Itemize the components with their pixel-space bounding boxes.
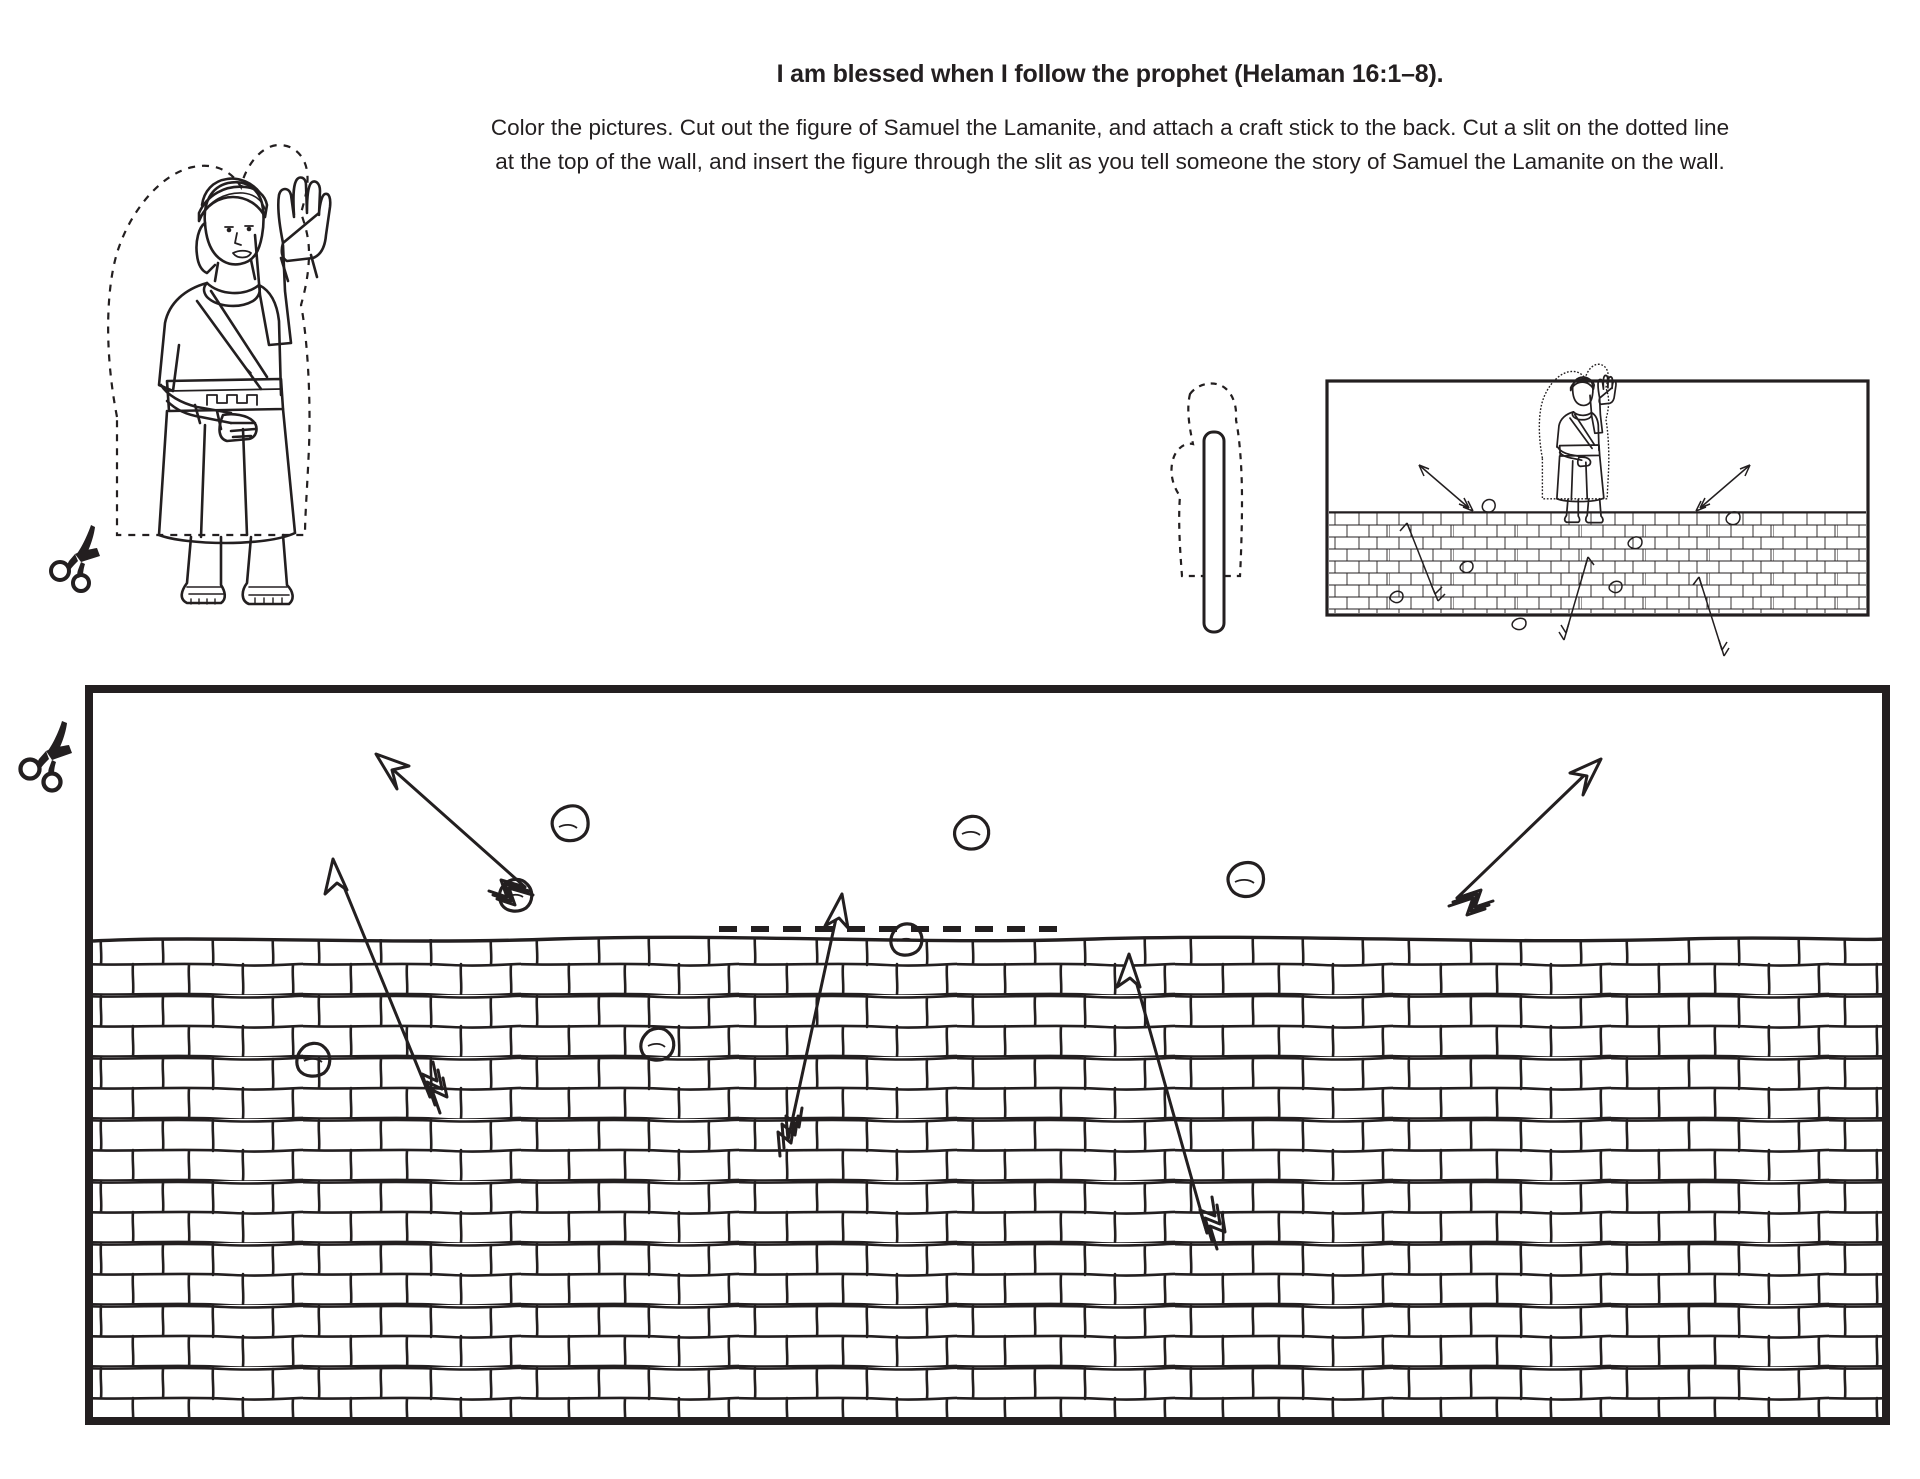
head (203, 180, 265, 266)
wall-arrow-4 (776, 892, 850, 1158)
scissors-icon (14, 718, 88, 793)
figure-dashed-outline (1170, 382, 1244, 578)
collar (202, 258, 262, 308)
left-sandal (180, 535, 227, 605)
preview-arrow-3 (1399, 522, 1446, 602)
hair (195, 177, 262, 275)
preview-samuel-figure (1538, 363, 1617, 524)
wall-arrow-1 (374, 752, 535, 907)
wall-coloring-page (85, 685, 1890, 1425)
raised-hand (276, 176, 332, 263)
right-sandal (241, 533, 294, 606)
page-title: I am blessed when I follow the prophet (… (776, 60, 1444, 88)
stone-4 (497, 877, 534, 913)
cut-dashed-outline (107, 143, 311, 537)
stone-3 (952, 814, 991, 851)
wall-stones (295, 804, 1266, 1078)
preview-arrow-4 (1558, 556, 1595, 641)
page-header: I am blessed when I follow the prophet (… (480, 60, 1740, 179)
stone-1 (550, 804, 590, 843)
preview-arrow-2 (1695, 464, 1751, 512)
wall-arrows (323, 752, 1603, 1251)
craft-stick (1202, 430, 1226, 634)
scissors-icon (45, 522, 115, 593)
sash (195, 289, 269, 391)
lower-hand (218, 412, 258, 443)
headband (197, 185, 269, 223)
preview-arrows (1399, 464, 1751, 657)
stone-2 (1226, 860, 1266, 899)
face-features (224, 225, 254, 259)
wrist-band (279, 253, 319, 283)
preview-brick-wall (1329, 512, 1866, 613)
wall-arrow-3 (323, 857, 449, 1115)
stone-5 (295, 1041, 332, 1078)
belt-pattern (206, 394, 258, 406)
preview-stones (1389, 498, 1741, 631)
wall-arrow-5 (1115, 952, 1227, 1251)
belt (165, 377, 285, 413)
assembled-preview (1325, 345, 1870, 657)
instructions-text: Color the pictures. Cut out the figure o… (490, 115, 1730, 175)
lower-arm (159, 383, 233, 425)
brick-wall (92, 935, 1883, 1417)
craft-stick-diagram (1160, 370, 1270, 660)
samuel-cutout-figure (55, 95, 335, 606)
robe-skirt (157, 407, 297, 545)
stone-6 (889, 922, 924, 957)
robe-body (157, 281, 283, 397)
preview-arrow-1 (1418, 464, 1474, 512)
sash-edge (244, 366, 252, 374)
wall-arrow-2 (1447, 757, 1603, 917)
preview-arrow-5 (1692, 576, 1730, 657)
stone-7 (639, 1026, 676, 1062)
